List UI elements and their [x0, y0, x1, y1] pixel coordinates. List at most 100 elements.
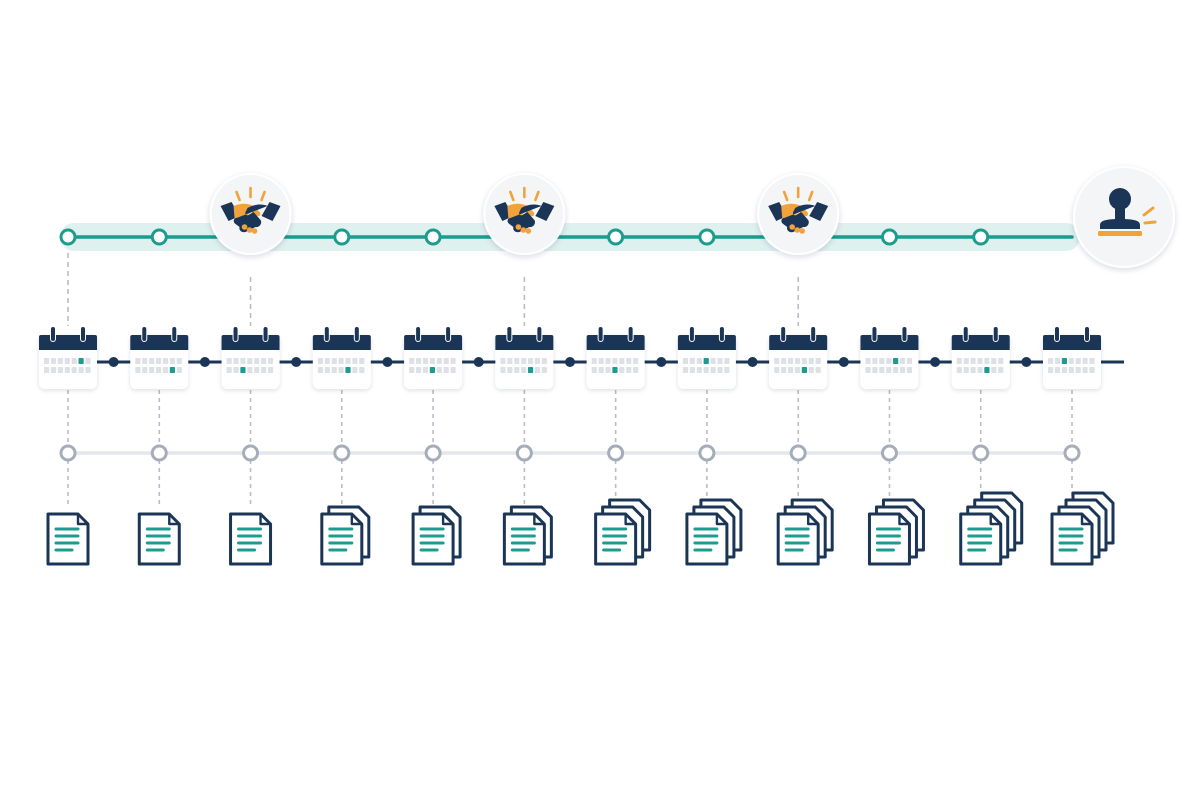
calendar-cell	[44, 358, 50, 364]
handshake-icon	[483, 173, 566, 255]
calendar-cell	[1075, 367, 1081, 373]
calendar-cell	[1054, 358, 1061, 364]
calendar-timeline-dot	[930, 357, 941, 367]
spark-rays	[509, 186, 540, 202]
document-sheet	[137, 512, 181, 566]
calendar-cell	[521, 367, 527, 373]
finger-tip	[520, 227, 527, 233]
calendar-cell	[247, 358, 253, 364]
calendar-cell	[541, 358, 547, 364]
calendar-timeline-dot	[656, 357, 667, 367]
calendar-cell	[1061, 367, 1067, 373]
calendar-cell	[619, 358, 625, 364]
finger-tip	[789, 224, 795, 230]
calendar-cell	[787, 367, 794, 373]
document-sheet	[46, 512, 90, 566]
calendar-cell	[422, 367, 429, 373]
document-stack-icon	[46, 512, 90, 566]
calendar-cell	[338, 358, 344, 364]
calendar-cell	[44, 367, 50, 373]
calendar-cell	[591, 358, 597, 364]
calendar-cell	[598, 358, 604, 364]
calendar-cell	[162, 367, 169, 373]
calendar-cell	[534, 358, 541, 364]
finger-tip	[525, 228, 532, 234]
calendar-cell	[886, 358, 892, 364]
calendar-cell	[717, 358, 723, 364]
calendar-icon	[495, 326, 554, 389]
calendar-cell	[409, 367, 415, 373]
calendar-ring	[354, 327, 359, 341]
calendar-ring	[142, 327, 147, 341]
right-cuff	[535, 202, 555, 221]
calendar-header	[951, 335, 1010, 350]
top-timeline-node	[972, 228, 990, 246]
calendar-cell	[689, 367, 696, 373]
calendar-cell	[724, 367, 730, 373]
calendar-header	[769, 335, 828, 350]
calendar-cell	[359, 367, 365, 373]
calendar-header	[404, 335, 463, 350]
document-fold	[989, 514, 1001, 526]
calendar-cell	[1082, 358, 1088, 364]
calendar-cell	[226, 358, 232, 364]
calendar-cell	[415, 358, 422, 364]
calendar-cell	[443, 358, 449, 364]
calendar-cell	[169, 358, 175, 364]
calendar-cell	[352, 367, 358, 373]
calendar-cell	[507, 367, 513, 373]
calendar-cell	[1068, 358, 1074, 364]
calendar-cell	[527, 358, 534, 364]
calendar-header	[677, 335, 736, 350]
calendar-cell	[233, 367, 239, 373]
calendar-cell	[879, 358, 885, 364]
calendar-header	[39, 335, 97, 350]
document-stack-icon	[411, 505, 462, 566]
calendar-cell	[50, 367, 57, 373]
calendar-cell	[176, 358, 182, 364]
calendar-cell	[500, 367, 506, 373]
document-timeline-node	[150, 444, 168, 462]
document-sheet	[959, 512, 1003, 566]
calendar-ring	[963, 327, 968, 341]
calendar-cell	[429, 358, 435, 364]
calendar-ring	[872, 327, 877, 341]
calendar-cell	[794, 367, 801, 373]
calendar-cell	[514, 358, 520, 364]
calendar-cell	[317, 358, 324, 364]
spark-ray	[782, 190, 789, 202]
calendar-cell-highlight	[429, 367, 435, 373]
calendar-ring	[446, 327, 451, 341]
calendar-cell	[267, 367, 274, 373]
calendar-icon	[1043, 326, 1101, 389]
document-sheet	[685, 512, 729, 566]
calendar-ring	[598, 327, 603, 341]
document-fold	[1080, 514, 1092, 526]
handshake-icon	[757, 173, 840, 255]
document-timeline-node	[515, 444, 533, 462]
calendar-cell	[155, 358, 162, 364]
calendar-cell	[514, 367, 520, 373]
calendar-cell	[541, 367, 547, 373]
calendar-cell	[991, 367, 997, 373]
calendar-cell	[155, 367, 162, 373]
calendar-cell	[724, 358, 730, 364]
calendar-cell	[893, 367, 899, 373]
calendar-cell	[1089, 367, 1095, 373]
calendar-icon	[586, 326, 645, 389]
document-timeline-node	[698, 444, 716, 462]
document-stack-icon	[867, 498, 925, 566]
finger-tip	[799, 228, 805, 234]
calendar-cell-highlight	[801, 367, 807, 373]
calendar-cell	[696, 358, 702, 364]
calendar-header	[312, 335, 371, 350]
calendar-cell	[226, 367, 232, 373]
document-stack-icon	[959, 491, 1024, 566]
calendar-cell	[521, 358, 527, 364]
calendar-ring	[1055, 327, 1059, 341]
top-timeline-node	[59, 228, 77, 246]
calendar-cell-highlight	[893, 358, 899, 364]
calendar-cell	[261, 358, 267, 364]
calendar-cell	[64, 367, 70, 373]
